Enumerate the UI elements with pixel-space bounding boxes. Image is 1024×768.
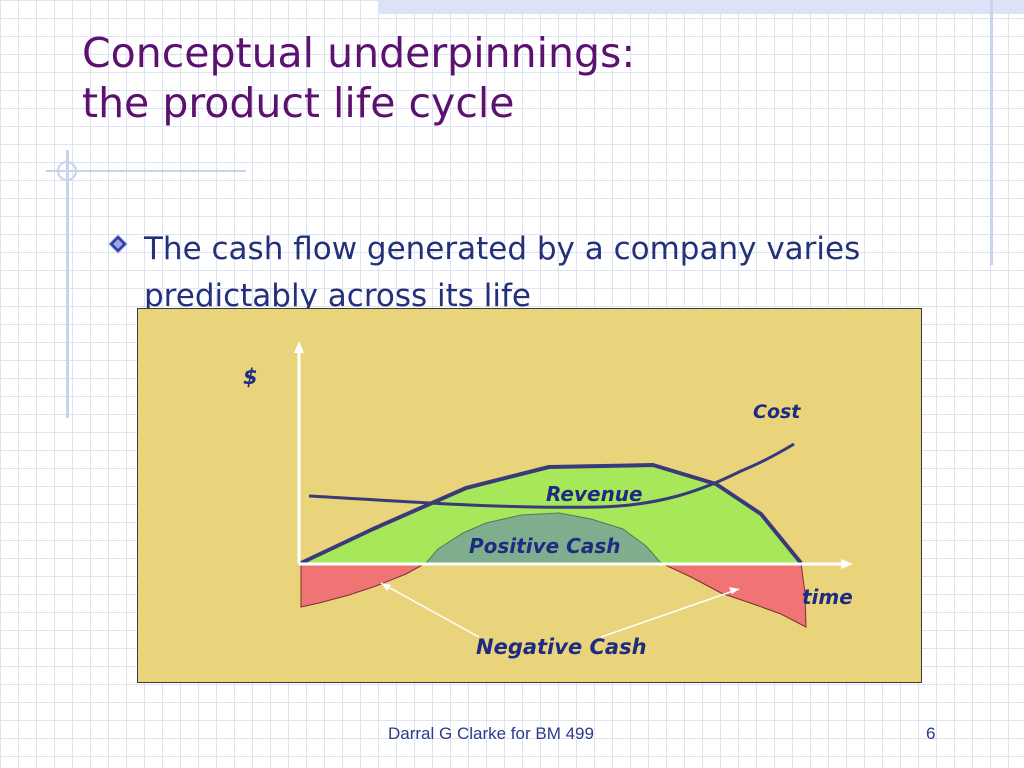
positive-cash-label: Positive Cash	[469, 534, 620, 558]
horizontal-decor-line	[46, 170, 246, 172]
cost-label: Cost	[753, 401, 801, 423]
right-decor-line	[990, 0, 993, 265]
revenue-curve	[300, 463, 803, 565]
negative-cash-pointer-right	[600, 588, 740, 638]
bullet-text: The cash flow generated by a company var…	[144, 231, 861, 314]
revenue-label: Revenue	[546, 482, 643, 506]
life-cycle-diagram: $ Cost Revenue Positive Cash time Negati…	[243, 341, 853, 659]
crosshair-decor-icon	[57, 161, 77, 181]
y-axis-arrow	[294, 341, 304, 353]
pointer-arrowhead-left	[381, 583, 391, 591]
negative-cash-pointer-left	[380, 582, 480, 638]
left-decor-line	[66, 150, 69, 418]
negative-cash-area-left	[300, 562, 427, 608]
cost-curve	[308, 442, 795, 509]
y-axis-label: $	[243, 365, 258, 389]
title-line-2: the product life cycle	[82, 79, 515, 127]
pointer-arrowhead-right	[729, 587, 739, 594]
footer-author: Darral G Clarke for BM 499	[388, 724, 594, 743]
x-axis-arrow	[841, 559, 853, 569]
negative-cash-label: Negative Cash	[476, 635, 647, 659]
page-number: 6	[926, 724, 936, 743]
life-cycle-diagram-panel: $ Cost Revenue Positive Cash time Negati…	[137, 308, 922, 683]
negative-cash-area-right	[660, 562, 807, 628]
x-axis-label: time	[802, 585, 853, 609]
top-decor-bar	[378, 0, 1024, 14]
diamond-bullet-icon	[108, 234, 128, 254]
title-line-1: Conceptual underpinnings:	[82, 29, 636, 77]
positive-cash-area	[424, 512, 663, 564]
page-title: Conceptual underpinnings: the product li…	[82, 28, 802, 128]
